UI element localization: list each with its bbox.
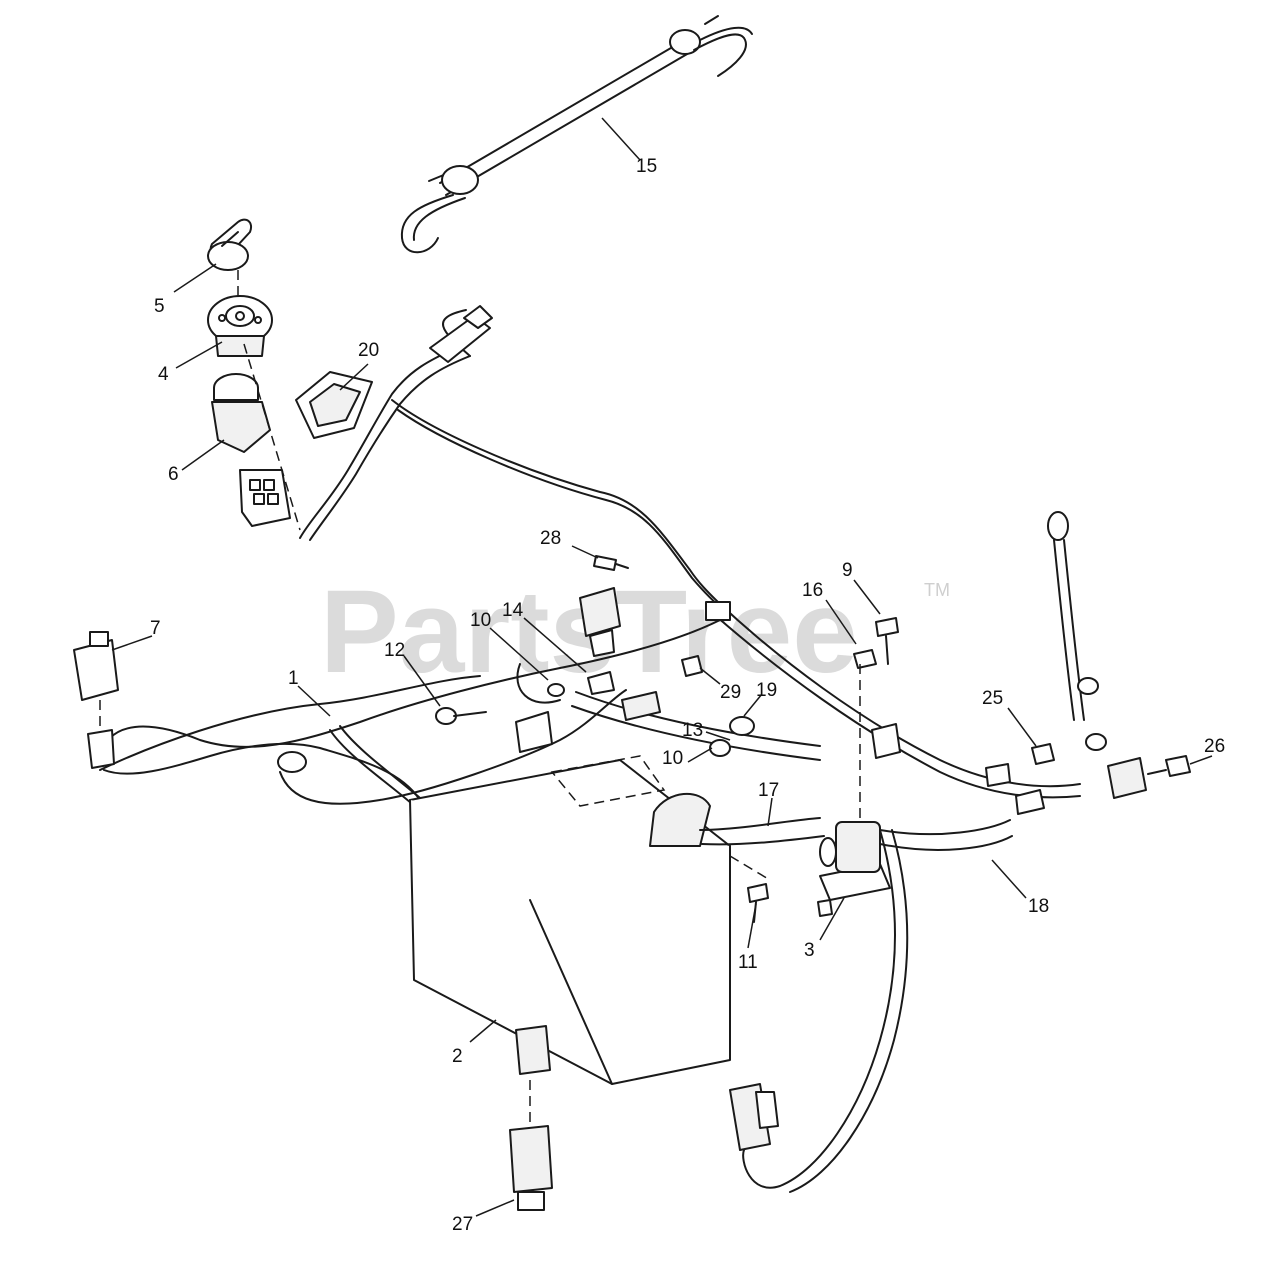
callout-1[interactable]: 1: [288, 668, 299, 689]
callout-10-upper[interactable]: 10: [470, 610, 491, 631]
alignment-dashes: [237, 270, 861, 881]
callout-16[interactable]: 16: [802, 580, 823, 601]
callout-5[interactable]: 5: [154, 296, 165, 317]
main-wire-harness-part[interactable]: [99, 309, 1081, 1193]
callout-15[interactable]: 15: [636, 156, 657, 177]
ignition-key-part[interactable]: [207, 218, 252, 271]
callout-17[interactable]: 17: [758, 780, 779, 801]
hour-meter-part[interactable]: [295, 371, 373, 439]
callout-6[interactable]: 6: [168, 464, 179, 485]
bolt-part-9[interactable]: [875, 617, 899, 665]
callout-28[interactable]: 28: [540, 528, 561, 549]
tie-strap-part[interactable]: [400, 15, 753, 254]
nut-part-16[interactable]: [853, 649, 877, 669]
harness-connector-upper[interactable]: [429, 305, 493, 363]
harness-clip-part[interactable]: [277, 587, 1045, 815]
callout-14[interactable]: 14: [502, 600, 524, 621]
callout-25[interactable]: 25: [982, 688, 1003, 709]
callout-labels: 15 5 4 20 6 28 9 16 7 10 14 12 1 29 19 2…: [150, 156, 1225, 1235]
callout-13[interactable]: 13: [682, 720, 703, 741]
pto-switch-part[interactable]: [211, 373, 291, 527]
starter-solenoid-part[interactable]: [817, 821, 891, 917]
callout-26[interactable]: 26: [1204, 736, 1225, 757]
battery-harness-connector[interactable]: [515, 1025, 551, 1130]
battery-part[interactable]: [409, 755, 731, 1085]
callout-12[interactable]: 12: [384, 640, 405, 661]
callout-10-lower[interactable]: 10: [662, 748, 683, 769]
nut-part-29[interactable]: [681, 655, 703, 677]
partstree-watermark: PartsTree TM: [320, 566, 950, 698]
callout-2[interactable]: 2: [452, 1046, 463, 1067]
callout-7[interactable]: 7: [150, 618, 161, 639]
watermark-trademark: TM: [924, 580, 950, 600]
callout-18[interactable]: 18: [1028, 896, 1049, 917]
harness-connector-lower-right[interactable]: [729, 1083, 779, 1151]
callout-3[interactable]: 3: [804, 940, 815, 961]
battery-cable-part[interactable]: [516, 663, 1013, 851]
nut-part-25[interactable]: [1031, 743, 1055, 765]
callout-11[interactable]: 11: [738, 952, 758, 973]
ignition-switch-part[interactable]: [207, 295, 273, 357]
callout-20[interactable]: 20: [358, 340, 379, 361]
callout-19[interactable]: 19: [756, 680, 777, 701]
relay-part[interactable]: [73, 631, 119, 769]
callout-29[interactable]: 29: [720, 682, 741, 703]
callout-9[interactable]: 9: [842, 560, 853, 581]
screw-part[interactable]: [593, 555, 629, 571]
bolt-part-26[interactable]: [1147, 755, 1191, 777]
wing-nut-part[interactable]: [587, 671, 615, 695]
washer-part-10a[interactable]: [547, 683, 565, 697]
ground-cable-part[interactable]: [1047, 511, 1147, 799]
callout-27[interactable]: 27: [452, 1214, 473, 1235]
bolt-part-11[interactable]: [747, 883, 769, 923]
washer-part-10b[interactable]: [709, 739, 731, 757]
callout-4[interactable]: 4: [158, 364, 169, 385]
leader-lines: [111, 117, 1213, 1217]
washer-part-13[interactable]: [729, 716, 755, 736]
carriage-bolt-part[interactable]: [435, 707, 487, 725]
seat-switch-part[interactable]: [509, 1125, 553, 1211]
